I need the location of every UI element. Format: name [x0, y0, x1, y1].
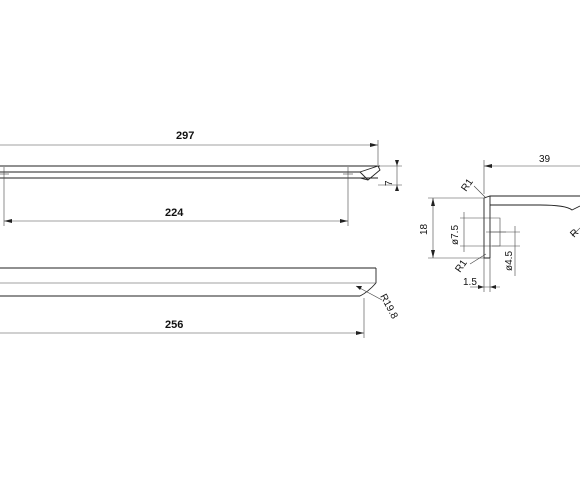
radius-R1-top: R1	[459, 177, 487, 199]
radius-R1-bottom-label: R1	[453, 258, 470, 275]
bottom-view: R19.8 256	[0, 267, 400, 338]
dimension-diam-4.5-label: ø4.5	[504, 251, 515, 271]
dimension-1.5: 1.5	[463, 258, 500, 292]
handle-tip-inner	[359, 171, 369, 181]
radius-R19.8: R19.8	[355, 285, 400, 321]
handle-tip-curve	[359, 165, 381, 181]
profile-section: 39 R1 18 ø7.5 R1	[419, 154, 580, 292]
dimension-diam-7.5: ø7.5	[450, 212, 490, 252]
dimension-256-label: 256	[165, 319, 183, 331]
dimension-18-label: 18	[419, 223, 430, 235]
profile-top-arm	[483, 195, 580, 199]
radius-R1-top-label: R1	[459, 177, 476, 194]
bottom-arc	[359, 282, 377, 297]
dimension-297-label: 297	[176, 130, 194, 142]
dimension-7-label: 7	[384, 180, 395, 186]
dimension-39: 39	[483, 154, 580, 194]
dimension-256: 256	[0, 298, 365, 338]
handle-tip-upper	[359, 165, 379, 173]
dimension-diam-4.5: ø4.5	[490, 226, 520, 276]
dimension-297: 297	[0, 130, 379, 165]
dimension-1.5-label: 1.5	[463, 277, 477, 288]
hole-center-right	[343, 167, 353, 182]
dimension-7: 7	[378, 160, 402, 191]
front-view: 297 224 7	[0, 130, 402, 226]
dimension-224-label: 224	[165, 207, 184, 219]
radius-tip-label: R	[568, 227, 580, 240]
radius-tip: R	[568, 227, 580, 240]
radius-R1-bottom: R1	[453, 253, 487, 275]
profile-lower-arm	[490, 204, 580, 211]
dimension-39-label: 39	[539, 154, 551, 165]
dimension-224: 224	[3, 182, 349, 226]
radius-R19.8-label: R19.8	[377, 292, 399, 321]
dimension-diam-7.5-label: ø7.5	[450, 225, 461, 245]
hole-center-left	[0, 167, 9, 182]
dimension-18: 18	[419, 197, 484, 259]
profile-back	[483, 198, 490, 259]
